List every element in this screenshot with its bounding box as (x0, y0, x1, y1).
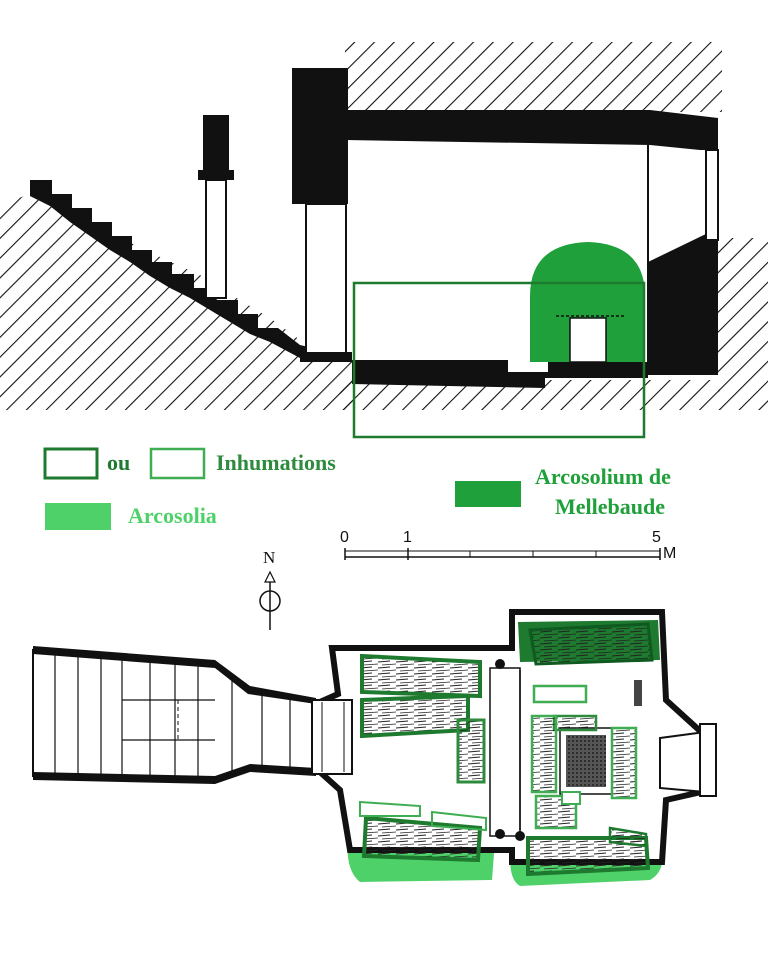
wall-niche-east (634, 680, 642, 706)
left-column-capital (203, 115, 229, 177)
right-wall (648, 232, 718, 375)
legend-swatch-arcosolia (45, 503, 111, 530)
legend-swatch-dark-outline (43, 447, 99, 480)
doorway (311, 699, 353, 775)
north-arrow (259, 570, 281, 630)
inhumation-inner-b (552, 714, 598, 732)
inhumation-ne (528, 622, 654, 666)
inhumation-sw (361, 815, 483, 863)
legend-inhumations-label: Inhumations (216, 450, 336, 475)
legend-swatch-light-outline (149, 447, 206, 480)
inhumation-inner-a (532, 684, 588, 704)
inhumation-se (526, 836, 651, 877)
legend-connector: ou (107, 450, 131, 475)
ground-hatch-slope (0, 192, 355, 410)
north-label: N (263, 548, 276, 567)
plan-view (32, 609, 717, 886)
inhumation-outline-sw-a (359, 800, 421, 817)
inner-divider (489, 667, 521, 837)
scale-tick-0: 0 (340, 529, 349, 546)
inhumation-inner-d (610, 726, 638, 800)
inhumation-inner-c (530, 714, 558, 794)
main-pillar-base (300, 352, 352, 362)
scale-unit: M (663, 545, 677, 562)
section-view (0, 0, 768, 439)
arcosolium-section (530, 242, 645, 362)
legend-mellebaude-label-line1: Arcosolium de (535, 464, 671, 489)
legend-arcosolia-label: Arcosolia (128, 503, 217, 528)
left-column-abacus (198, 170, 234, 180)
arcosolium-niche (569, 317, 607, 363)
right-wall-edge (705, 149, 719, 241)
scale-bar (344, 548, 661, 560)
legend-mellebaude-label-line2: Mellebaude (555, 494, 665, 519)
scale-tick-5: 5 (652, 529, 661, 546)
scale-tick-1: 1 (403, 529, 412, 546)
ground-hatch-right (718, 238, 768, 410)
legend-swatch-mellebaude (455, 481, 521, 507)
slope-clearing (0, 0, 768, 112)
entrance-corridor (32, 648, 313, 782)
crypt-floor (352, 360, 648, 388)
ground-hatch-floor (340, 380, 720, 410)
main-pillar-shaft (305, 203, 347, 357)
main-pillar-top (292, 68, 348, 204)
inhumation-outline-sw-b (431, 810, 487, 832)
inhumation-inner-f (561, 791, 581, 805)
vault-ceiling (340, 110, 718, 150)
staircase (30, 180, 330, 362)
inhumation-w (360, 693, 470, 739)
corridor-steps (54, 652, 291, 778)
legend-swatches (43, 447, 521, 530)
ground-hatch-top (345, 42, 722, 112)
inhumation-center-left (456, 718, 486, 784)
corridor-wall-top (33, 646, 316, 704)
east-apse (659, 730, 706, 794)
plan-area-outline (352, 281, 646, 439)
left-column-shaft (205, 179, 227, 299)
corridor-wall-bottom (33, 764, 316, 784)
inhumation-outline-se (608, 826, 648, 848)
inhumation-nw (360, 653, 482, 699)
inhumations (359, 622, 654, 877)
